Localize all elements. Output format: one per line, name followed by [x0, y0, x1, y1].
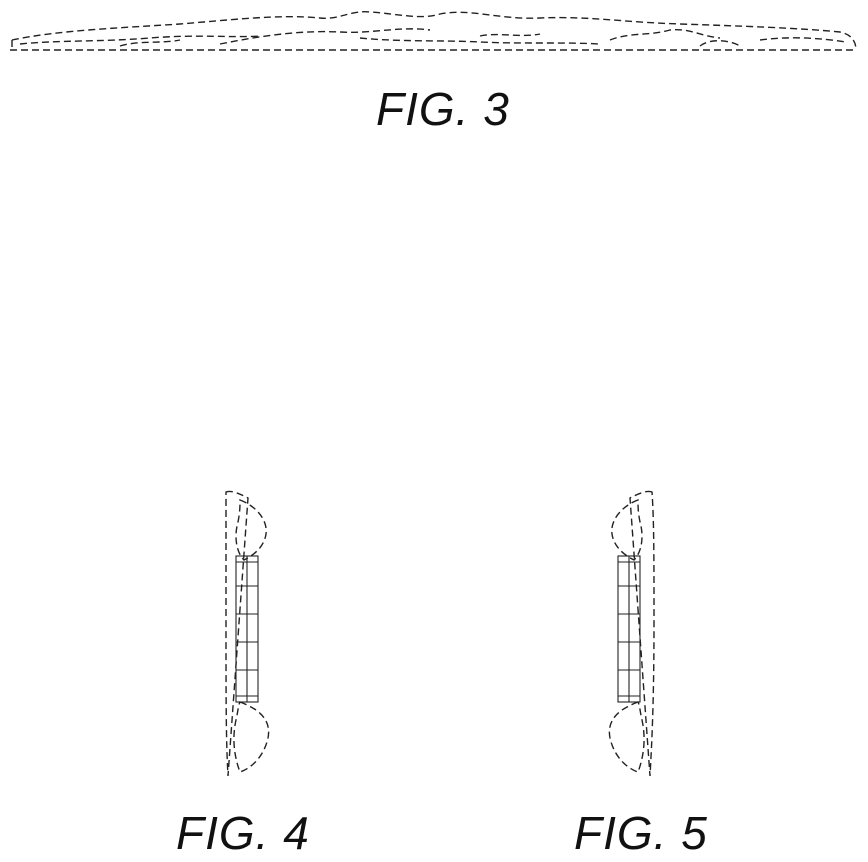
fig4-drawing [226, 491, 269, 776]
fig4-outline [226, 491, 248, 776]
fig3-top-contour [12, 12, 856, 50]
fig3-drawing [10, 12, 856, 50]
fig5-caption: FIG. 5 [574, 806, 708, 860]
fig5-bottom-cluster [609, 702, 644, 772]
fig4-caption: FIG. 4 [176, 806, 310, 860]
fig5-drawing [609, 491, 654, 776]
fig3-caption: FIG. 3 [376, 82, 510, 136]
fig5-outline [630, 491, 654, 776]
fig4-bottom-cluster [234, 702, 269, 772]
fig5-top-cluster [612, 500, 642, 560]
fig4-top-cluster [236, 500, 266, 560]
